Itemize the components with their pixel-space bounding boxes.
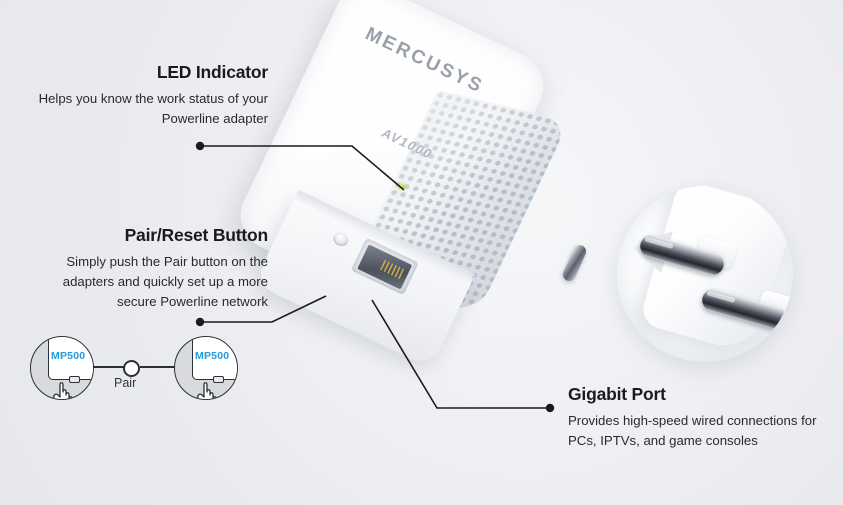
callout-pair-title: Pair/Reset Button: [124, 225, 269, 245]
pairing-adapter-shape-left: [48, 337, 93, 383]
callout-port-title: Gigabit Port: [568, 384, 666, 404]
pair-connector-node: [123, 360, 140, 377]
callout-pair-reset: Pair/Reset Button Simply push the Pair b…: [28, 225, 268, 312]
hand-press-icon-left: [53, 382, 73, 399]
pairing-label-left: MP500: [51, 350, 86, 362]
pairing-device-right: MP500: [174, 336, 238, 400]
pairing-label-right: MP500: [195, 350, 230, 362]
port-leader-line: [371, 299, 555, 413]
pairing-device-left: MP500: [30, 336, 94, 400]
callout-pair-body: Simply push the Pair button on the adapt…: [62, 253, 268, 309]
led-leader-line: [195, 141, 405, 191]
pairing-button-left: [69, 376, 80, 383]
plug-prongs-closeup: [617, 186, 793, 362]
pair-leader-line: [195, 295, 327, 327]
callout-gigabit-port: Gigabit Port Provides high-speed wired c…: [568, 384, 818, 451]
pair-connector-line-right: [140, 366, 178, 369]
powerline-adapter-illustration: MERCUSYS AV1000: [229, 0, 628, 369]
callout-port-body: Provides high-speed wired connections fo…: [568, 412, 817, 448]
pairing-diagram: Pair MP500 MP500: [22, 332, 262, 420]
callout-led-indicator: LED Indicator Helps you know the work st…: [18, 62, 269, 129]
pair-connector-line-left: [88, 366, 124, 369]
callout-led-title: LED Indicator: [156, 62, 268, 82]
hand-press-icon-right: [197, 382, 217, 399]
pairing-adapter-shape-right: [192, 337, 237, 383]
pair-connector-label: Pair: [114, 376, 137, 390]
pairing-button-right: [213, 376, 224, 383]
callout-led-body: Helps you know the work status of your P…: [38, 90, 268, 126]
led-indicator-dot: [398, 184, 405, 189]
